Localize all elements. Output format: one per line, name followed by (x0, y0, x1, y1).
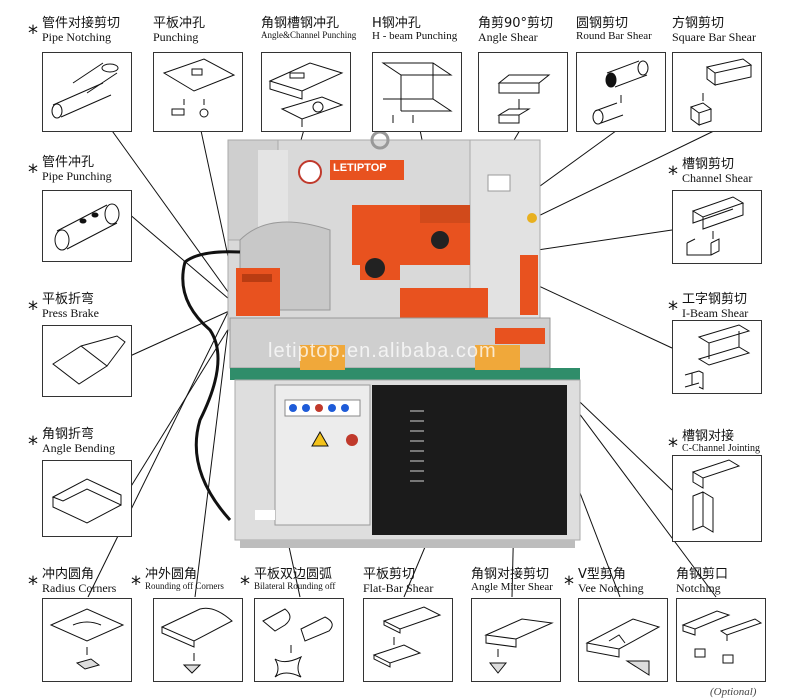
label-angle-channel-punching: 角钢槽钢冲孔 Angle&Channel Punching (261, 16, 357, 40)
illustration-rounding-off-corners (153, 598, 243, 682)
illustration-notching (676, 598, 766, 682)
brand-plate: LETIPTOP (333, 162, 387, 174)
label-square-bar-shear: 方钢剪切 Square Bar Shear (672, 16, 756, 44)
label-bilateral-rounding-off: * 平板双边圆弧 Bilateral Rounding off (240, 567, 336, 596)
label-pipe-punching: * 管件冲孔 Pipe Punching (28, 155, 112, 184)
illustration-vee-notching (578, 598, 668, 682)
illustration-flat-bar-shear (363, 598, 453, 682)
label-channel-shear: * 槽钢剪切 Channel Shear (668, 157, 753, 186)
label-angle-shear: 角剪90°剪切 Angle Shear (478, 16, 554, 44)
label-rounding-off-corners: * 冲外圆角 Rounding off Corners (131, 567, 224, 596)
label-round-bar-shear: 圆钢剪切 Round Bar Shear (576, 16, 652, 42)
illustration-angle-channel-punching (261, 52, 351, 132)
watermark: letiptop.en.alibaba.com (268, 340, 497, 362)
label-radius-corners: * 冲内圆角 Radius Corners (28, 567, 117, 596)
label-vee-notching: * V型剪角 Vee Notching (564, 567, 644, 596)
illustration-c-channel-jointing (672, 455, 762, 542)
illustration-radius-corners (42, 598, 132, 682)
illustration-h-beam-punching (372, 52, 462, 132)
illustration-punching (153, 52, 243, 132)
illustration-channel-shear (672, 190, 762, 264)
label-c-channel-jointing: * 槽钢对接 C-Channel Jointing (668, 429, 761, 458)
label-angle-miter-shear: 角钢对接剪切 Angle Miter Shear (471, 567, 553, 593)
illustration-pipe-punching (42, 190, 132, 262)
illustration-angle-shear (478, 52, 568, 132)
label-notching: 角钢剪口 Notching (676, 567, 729, 595)
label-pipe-notching: * 管件对接剪切 Pipe Notching (28, 16, 121, 45)
label-h-beam-punching: H钢冲孔 H - beam Punching (372, 16, 458, 42)
illustration-bilateral-rounding-off (254, 598, 344, 682)
illustration-press-brake (42, 325, 132, 397)
label-angle-bending: * 角钢折弯 Angle Bending (28, 427, 115, 456)
illustration-angle-miter-shear (471, 598, 561, 682)
illustration-square-bar-shear (672, 52, 762, 132)
footer-note: (Optional) (710, 686, 757, 698)
star-marker: * (28, 21, 38, 45)
illustration-i-beam-shear (672, 320, 762, 394)
label-punching: 平板冲孔 Punching (153, 16, 206, 44)
label-i-beam-shear: * 工字钢剪切 I-Beam Shear (668, 292, 749, 321)
illustration-pipe-notching (42, 52, 132, 132)
label-press-brake: * 平板折弯 Press Brake (28, 292, 99, 321)
label-flat-bar-shear: 平板剪切 Flat-Bar Shear (363, 567, 434, 595)
illustration-round-bar-shear (576, 52, 666, 132)
illustration-angle-bending (42, 460, 132, 537)
